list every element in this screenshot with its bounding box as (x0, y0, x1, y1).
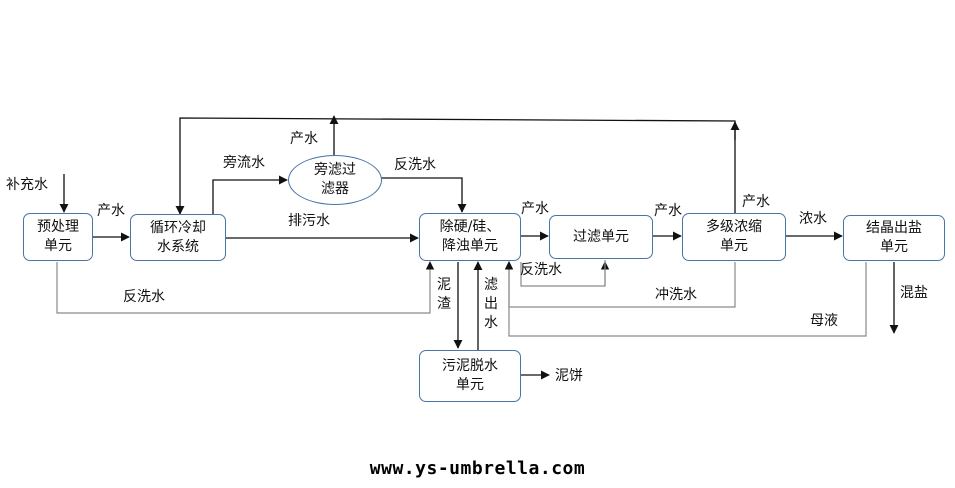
node-pretreat: 预处理 单元 (23, 213, 93, 261)
node-concentrate: 多级浓缩 单元 (682, 213, 786, 261)
backwash1-arrow (56, 261, 435, 314)
node-cooling: 循环冷却 水系统 (130, 214, 226, 261)
concentrate-product-return-arrow (175, 117, 736, 215)
label-prod-top: 产水 (290, 131, 318, 147)
label-sludgecake: 泥饼 (555, 368, 583, 384)
label-prod4: 产水 (742, 194, 770, 210)
mother-liquor-arrow (504, 261, 867, 337)
label-flushwater: 冲洗水 (655, 287, 697, 303)
label-filtrate: 滤 出 水 (484, 277, 498, 331)
label-backwash3: 反洗水 (520, 262, 562, 278)
label-mother: 母液 (810, 313, 838, 329)
sidestream-arrow (212, 175, 288, 215)
label-makeup: 补充水 (6, 177, 48, 193)
node-filter: 过滤单元 (549, 215, 653, 259)
label-prod3: 产水 (654, 203, 682, 219)
node-sidefilter: 旁滤过 滤器 (288, 155, 382, 205)
sidefilter-backwash-arrow (381, 177, 467, 213)
node-crystal: 结晶出盐 单元 (843, 215, 945, 261)
label-sidestream: 旁流水 (223, 155, 265, 171)
label-prod2: 产水 (521, 201, 549, 217)
label-concwater: 浓水 (799, 211, 827, 227)
node-sludge: 污泥脱水 单元 (419, 350, 521, 402)
label-backwash2: 反洗水 (123, 289, 165, 305)
label-prod1: 产水 (97, 203, 125, 219)
label-backwash1: 反洗水 (394, 157, 436, 173)
label-mixsalt: 混盐 (900, 285, 928, 301)
website-watermark: www.ys-umbrella.com (369, 458, 586, 479)
label-residue: 泥 渣 (437, 277, 451, 312)
label-blowdown: 排污水 (288, 213, 330, 229)
node-softening: 除硬/硅、 降浊单元 (419, 213, 521, 261)
